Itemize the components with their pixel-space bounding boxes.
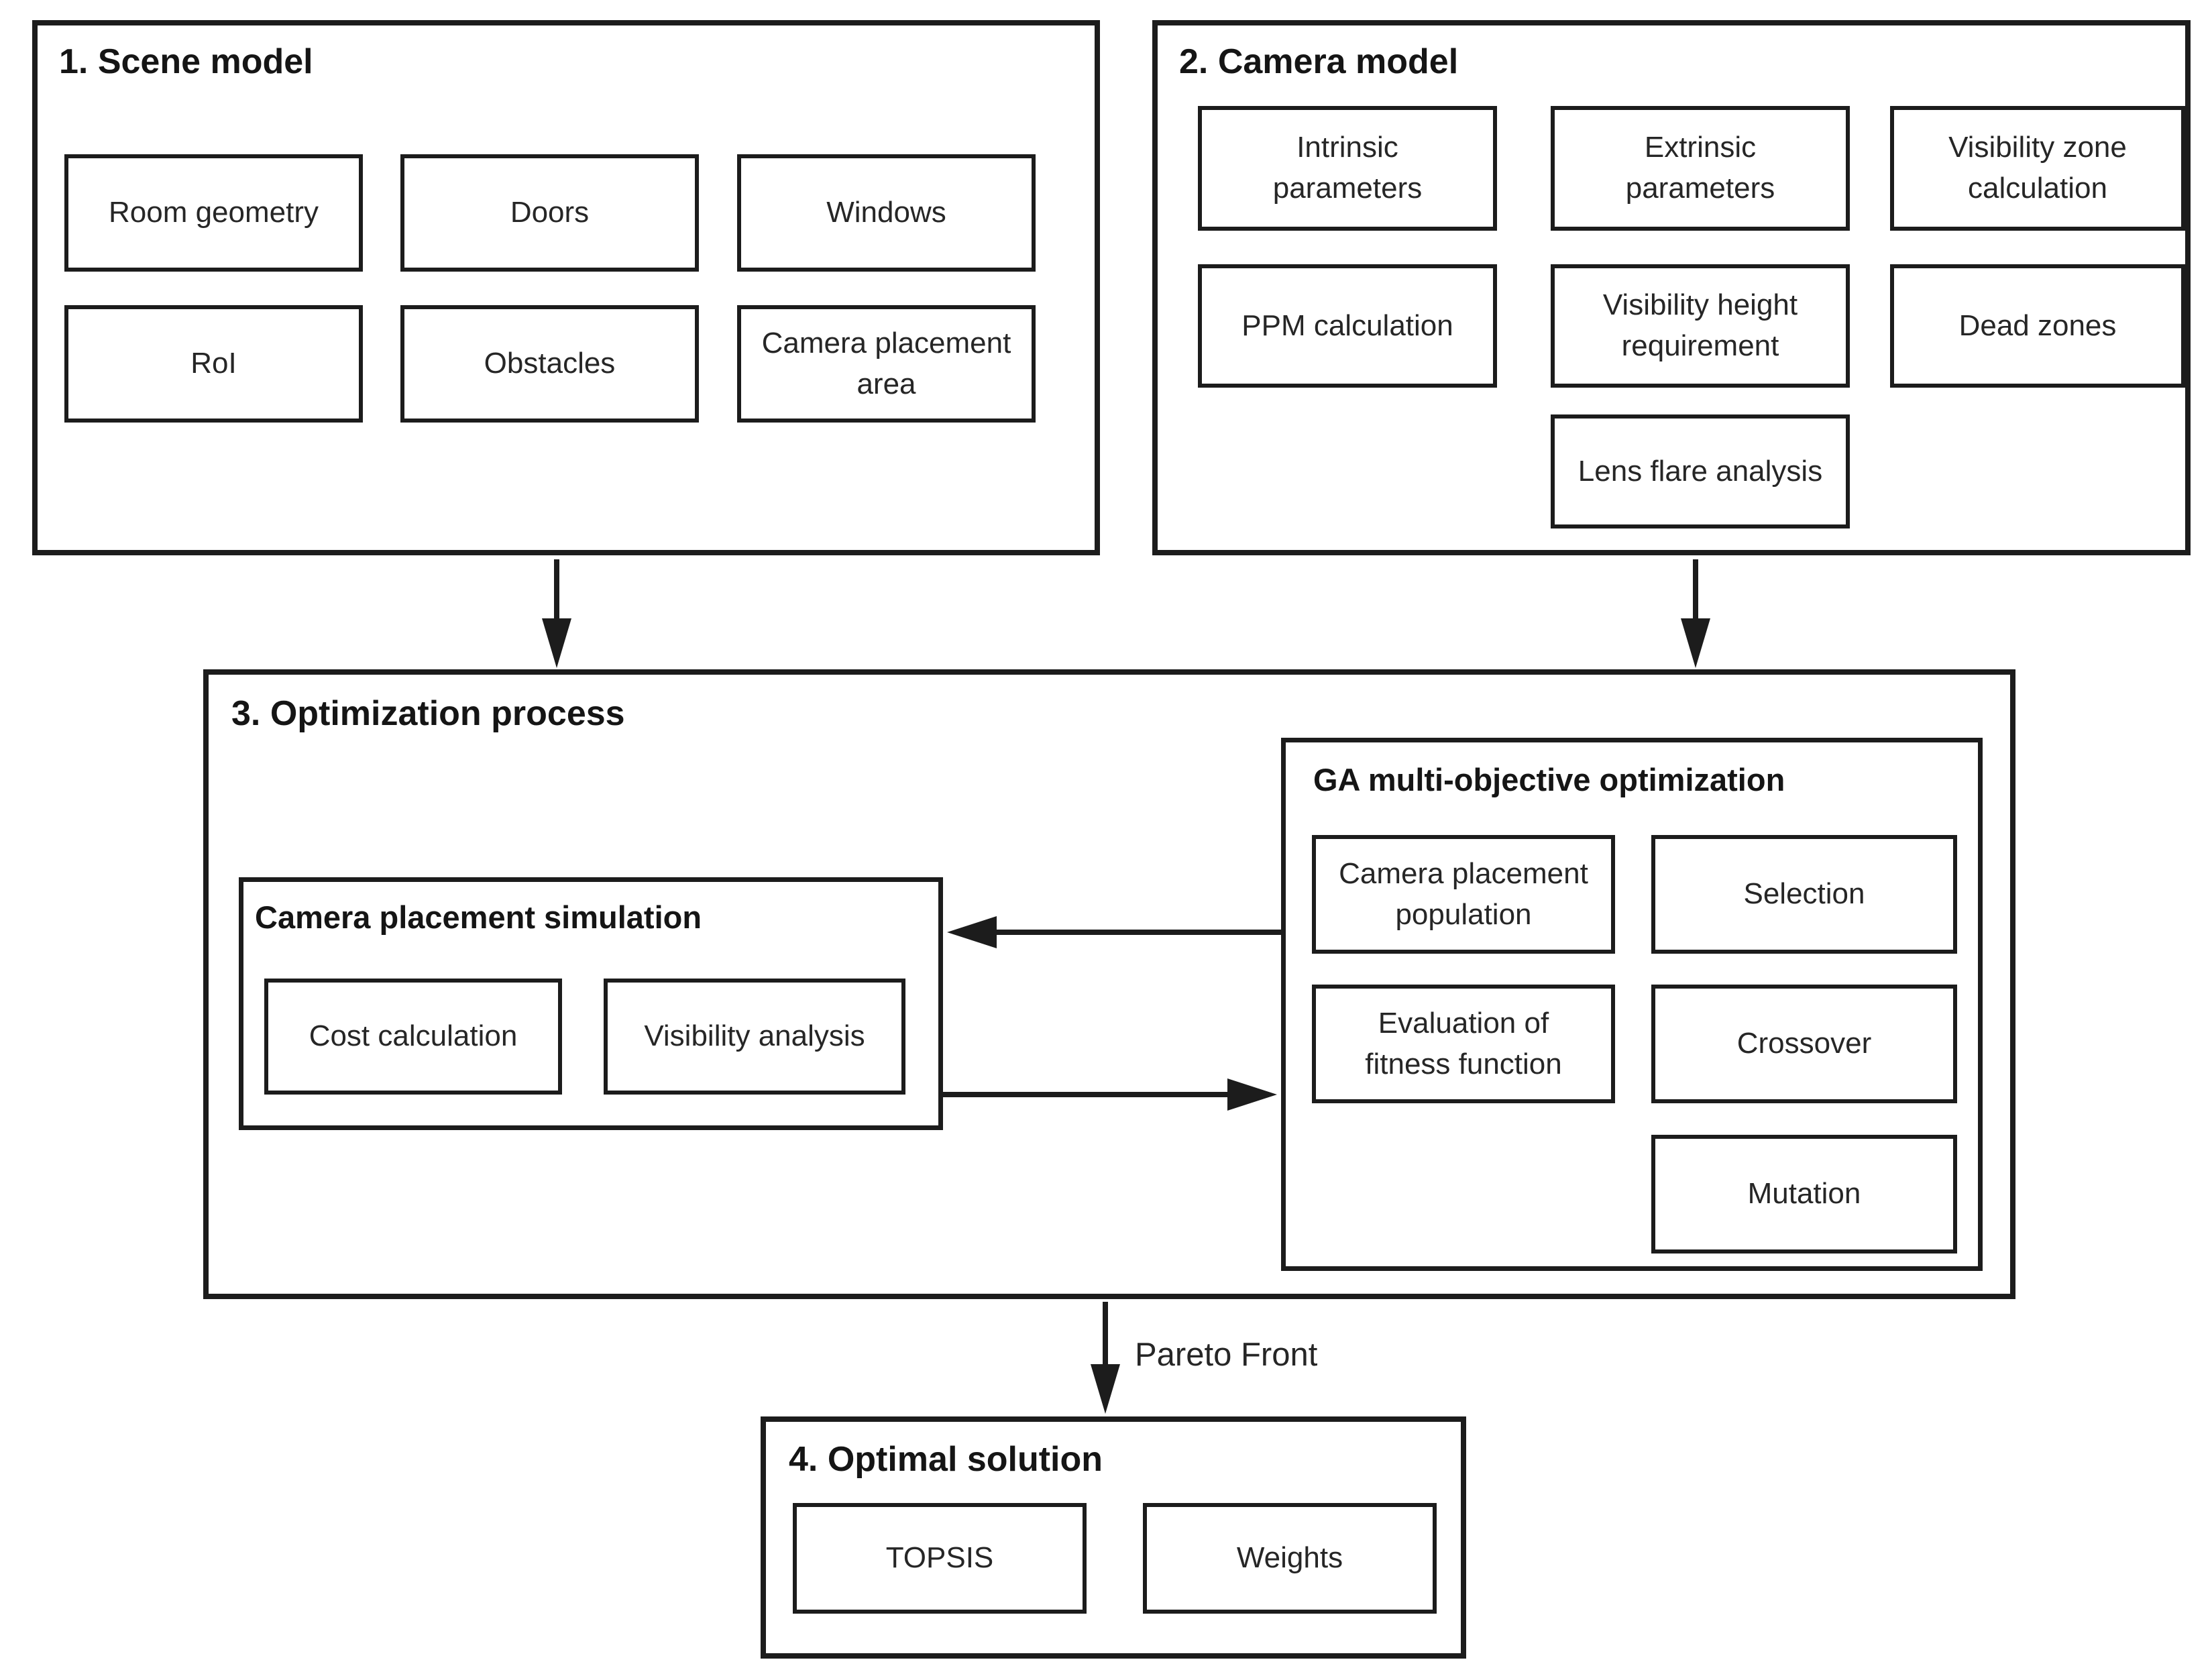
scene-model-section (32, 20, 1100, 555)
arrow-scene-to-optimization (542, 559, 571, 668)
node-doors: Doors (400, 154, 699, 272)
node-mutation: Mutation (1651, 1135, 1957, 1253)
optimal-solution-title: 4. Optimal solution (789, 1440, 1103, 1479)
node-lens-flare-analysis: Lens flare analysis (1551, 414, 1850, 528)
node-extrinsic-parameters: Extrinsic parameters (1551, 106, 1850, 231)
node-windows: Windows (737, 154, 1036, 272)
node-room-geometry: Room geometry (64, 154, 363, 272)
node-camera-placement-area: Camera placement area (737, 305, 1036, 423)
node-weights: Weights (1143, 1503, 1437, 1614)
node-topsis: TOPSIS (793, 1503, 1087, 1614)
node-dead-zones: Dead zones (1890, 264, 2185, 388)
node-selection: Selection (1651, 835, 1957, 954)
node-camera-placement-population: Camera placement population (1312, 835, 1615, 954)
pareto-front-label: Pareto Front (1135, 1337, 1318, 1373)
node-crossover: Crossover (1651, 985, 1957, 1103)
node-ppm-calculation: PPM calculation (1198, 264, 1497, 388)
node-cost-calculation: Cost calculation (264, 979, 562, 1095)
node-roi: RoI (64, 305, 363, 423)
node-evaluation-fitness-function: Evaluation of fitness function (1312, 985, 1615, 1103)
node-visibility-zone-calculation: Visibility zone calculation (1890, 106, 2185, 231)
arrow-optimization-to-optimal (1091, 1302, 1120, 1414)
node-obstacles: Obstacles (400, 305, 699, 423)
node-intrinsic-parameters: Intrinsic parameters (1198, 106, 1497, 231)
node-visibility-height-requirement: Visibility height requirement (1551, 264, 1850, 388)
camera-placement-simulation-title: Camera placement simulation (255, 899, 702, 935)
arrow-camera-to-optimization (1681, 559, 1710, 668)
camera-model-title: 2. Camera model (1179, 42, 1459, 81)
optimization-process-title: 3. Optimization process (231, 694, 625, 733)
ga-optimization-title: GA multi-objective optimization (1313, 762, 1785, 797)
scene-model-title: 1. Scene model (59, 42, 313, 81)
node-visibility-analysis: Visibility analysis (604, 979, 905, 1095)
